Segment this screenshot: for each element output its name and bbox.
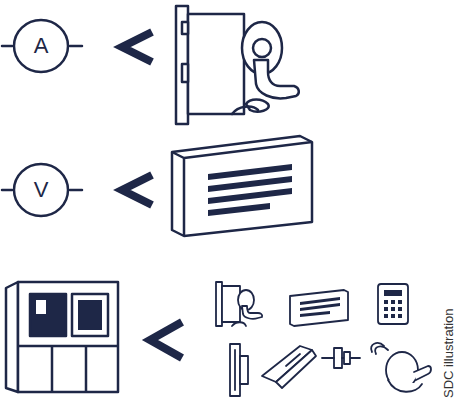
meter-wire xyxy=(70,45,82,48)
meter-wire xyxy=(2,189,12,192)
small-power-box-icon xyxy=(290,290,348,326)
meter-circle: V xyxy=(12,162,70,218)
credit-label: SDC illustration xyxy=(441,308,456,398)
power-supply-cabinet xyxy=(6,282,118,392)
less-than-symbol xyxy=(150,322,182,358)
lever-lock-icon xyxy=(371,343,431,392)
small-lock-icon xyxy=(216,282,262,326)
lock-illustration xyxy=(176,6,299,124)
exit-bar-icon xyxy=(262,346,316,388)
electric-strike-icon xyxy=(230,344,248,396)
less-than-symbol xyxy=(122,175,152,205)
meter-letter: V xyxy=(34,179,49,201)
power-supply-box xyxy=(172,136,312,236)
keypad-icon xyxy=(378,284,408,324)
meter-wire xyxy=(70,189,82,192)
meter-wire xyxy=(2,45,12,48)
meter-letter: A xyxy=(34,35,49,57)
push-button-icon xyxy=(322,348,360,368)
less-than-symbol xyxy=(122,32,152,62)
meter-circle: A xyxy=(12,18,70,74)
